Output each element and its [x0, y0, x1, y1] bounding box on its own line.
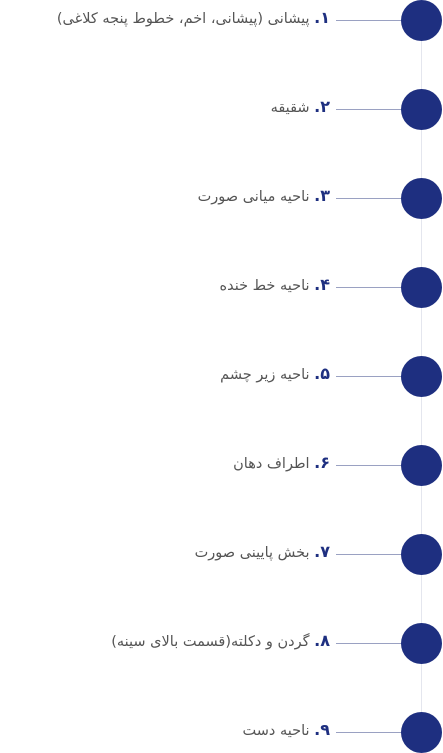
step-2: ۲. شقیقه — [0, 89, 443, 130]
step-connector — [336, 376, 402, 377]
step-9: ۹. ناحیه دست — [0, 712, 443, 753]
step-marker-dot — [401, 623, 442, 664]
step-number: ۲. — [314, 97, 330, 116]
step-connector — [336, 465, 402, 466]
step-marker-dot — [401, 267, 442, 308]
step-label: ۵. ناحیه زیر چشم — [220, 362, 330, 387]
step-text: گردن و دکلته(قسمت بالای سینه) — [111, 634, 310, 650]
step-label: ۴. ناحیه خط خنده — [219, 273, 330, 298]
step-1: ۱. پیشانی (پیشانی، اخم، خطوط پنجه کلاغی) — [0, 0, 443, 41]
step-number: ۵. — [314, 364, 330, 383]
step-text: پیشانی (پیشانی، اخم، خطوط پنجه کلاغی) — [56, 11, 310, 27]
step-text: ناحیه دست — [242, 723, 310, 739]
step-label: ۳. ناحیه میانی صورت — [198, 184, 330, 209]
step-marker-dot — [401, 712, 442, 753]
step-number: ۷. — [314, 542, 330, 561]
step-number: ۶. — [314, 453, 330, 472]
step-label: ۹. ناحیه دست — [243, 718, 330, 743]
step-text: بخش پایینی صورت — [194, 545, 310, 561]
step-number: ۴. — [314, 275, 330, 294]
step-connector — [336, 287, 402, 288]
step-number: ۸. — [314, 631, 330, 650]
step-text: ناحیه خط خنده — [219, 278, 310, 294]
step-4: ۴. ناحیه خط خنده — [0, 267, 443, 308]
step-8: ۸. گردن و دکلته(قسمت بالای سینه) — [0, 623, 443, 664]
step-label: ۷. بخش پایینی صورت — [195, 540, 330, 565]
step-label: ۱. پیشانی (پیشانی، اخم، خطوط پنجه کلاغی) — [57, 6, 330, 31]
step-connector — [336, 643, 402, 644]
step-connector — [336, 554, 402, 555]
step-text: ناحیه میانی صورت — [197, 189, 310, 205]
step-connector — [336, 20, 402, 21]
step-6: ۶. اطراف دهان — [0, 445, 443, 486]
step-marker-dot — [401, 0, 442, 41]
step-text: اطراف دهان — [233, 456, 310, 472]
step-5: ۵. ناحیه زیر چشم — [0, 356, 443, 397]
step-marker-dot — [401, 356, 442, 397]
step-connector — [336, 198, 402, 199]
step-7: ۷. بخش پایینی صورت — [0, 534, 443, 575]
step-marker-dot — [401, 445, 442, 486]
step-connector — [336, 109, 402, 110]
step-text: شقیقه — [270, 100, 310, 116]
step-label: ۶. اطراف دهان — [233, 451, 330, 476]
step-number: ۱. — [314, 8, 330, 27]
step-connector — [336, 732, 402, 733]
step-marker-dot — [401, 178, 442, 219]
step-text: ناحیه زیر چشم — [220, 367, 310, 383]
step-3: ۳. ناحیه میانی صورت — [0, 178, 443, 219]
step-number: ۹. — [314, 720, 330, 739]
step-label: ۸. گردن و دکلته(قسمت بالای سینه) — [111, 629, 330, 654]
step-label: ۲. شقیقه — [271, 95, 330, 120]
step-marker-dot — [401, 89, 442, 130]
step-marker-dot — [401, 534, 442, 575]
step-number: ۳. — [314, 186, 330, 205]
